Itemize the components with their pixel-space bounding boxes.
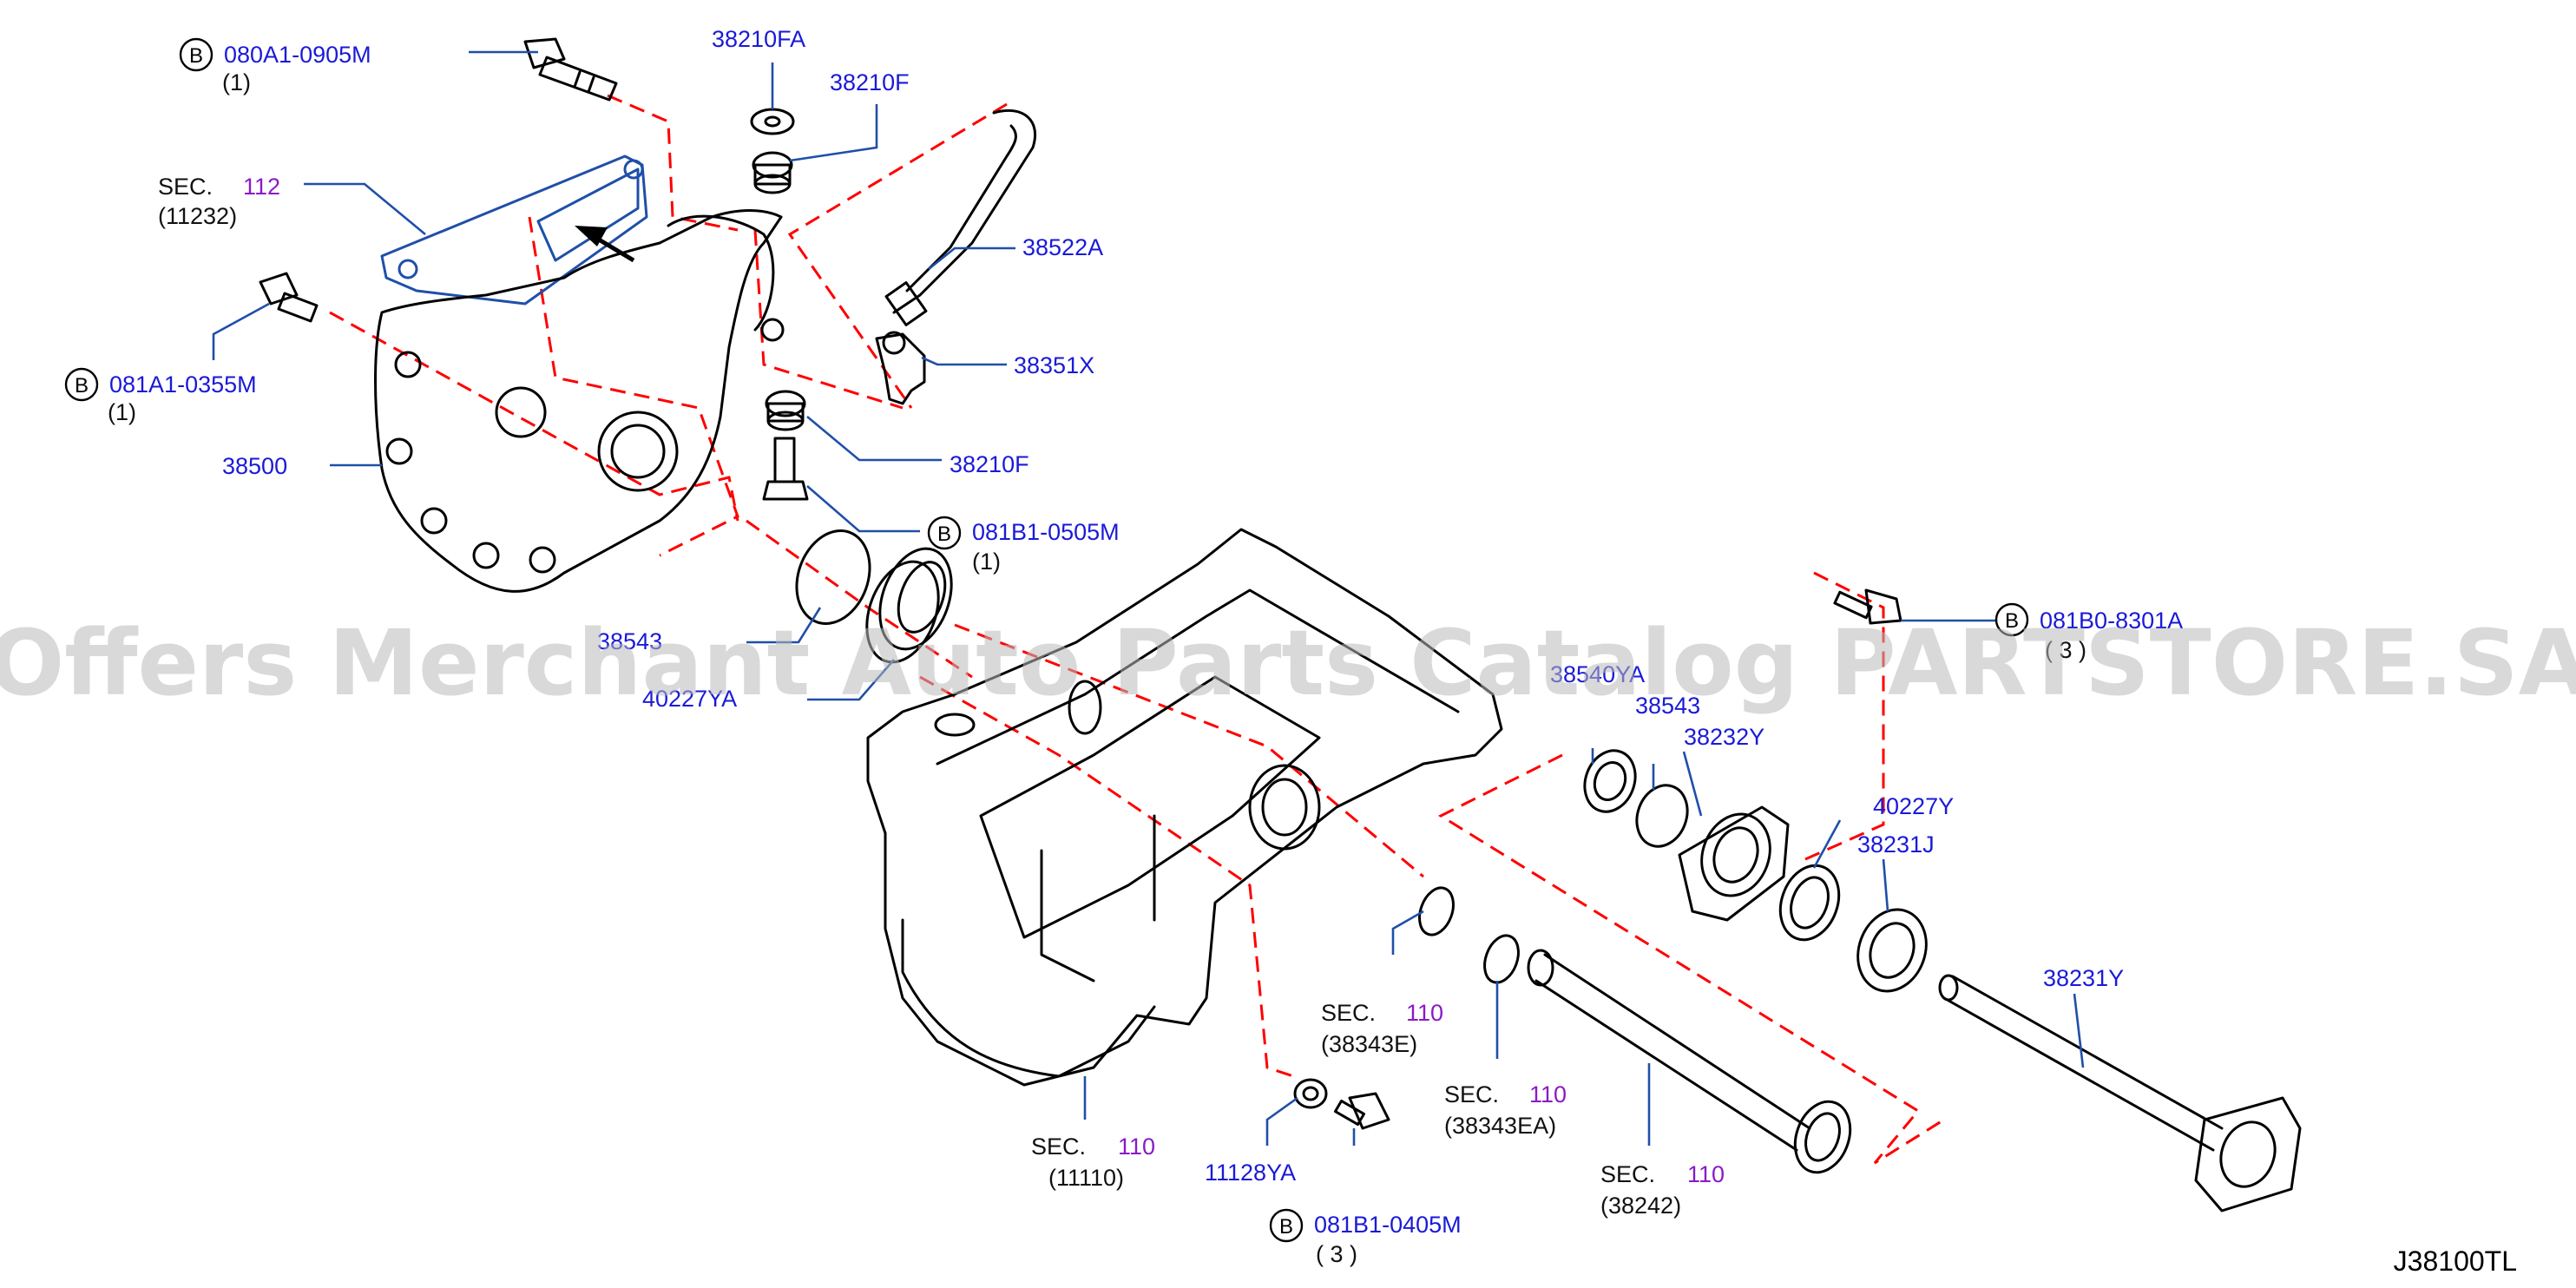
sec110-38343EA-ref: (38343EA): [1444, 1113, 1556, 1139]
label-38522A[interactable]: 38522A: [1022, 234, 1103, 260]
washer-38210FA-icon: [750, 108, 795, 135]
label-38210F-top[interactable]: 38210F: [830, 69, 910, 95]
sec110-38343EA-link[interactable]: 110: [1529, 1081, 1567, 1107]
leader-lines: [212, 50, 2085, 1146]
svg-text:B: B: [75, 374, 89, 398]
label-080A1-0905M[interactable]: 080A1-0905M: [224, 42, 371, 68]
bolt-081B1-0405-icon: [1334, 1092, 1390, 1130]
watermark-text: Offers Merchant Auto Parts Catalog PARTS…: [0, 610, 2576, 716]
sec110-38343E-link[interactable]: 110: [1406, 1000, 1443, 1026]
transmission-case-11110-icon: [866, 528, 1503, 1087]
o-ring-38343EA-icon: [1483, 934, 1520, 984]
sec110-11110-link[interactable]: 110: [1118, 1134, 1155, 1160]
bracket-sec112-icon: [380, 154, 648, 306]
label-38231Y[interactable]: 38231Y: [2043, 965, 2124, 991]
qty-080A1-0905M: (1): [222, 69, 251, 95]
breather-38351X-icon: [875, 331, 926, 405]
badge-b-081B0: B: [1994, 602, 2029, 637]
label-081A1-0355M[interactable]: 081A1-0355M: [109, 371, 257, 398]
badge-b-081B1-0505: B: [927, 516, 962, 550]
sec110-38343E-ref: (38343E): [1321, 1031, 1417, 1057]
bolt-081A1-icon: [259, 272, 319, 323]
qty-081B1-0405M: ( 3 ): [1316, 1241, 1357, 1267]
label-38500[interactable]: 38500: [222, 453, 287, 479]
shaft-38231Y-icon: [1938, 974, 2302, 1212]
label-38232Y[interactable]: 38232Y: [1684, 724, 1764, 750]
label-38231J[interactable]: 38231J: [1857, 831, 1935, 858]
assembly-dashed-lines: [329, 94, 1945, 1165]
direction-arrow-icon: [575, 226, 635, 263]
label-38210F-lower[interactable]: 38210F: [950, 451, 1029, 477]
diagram-code: J38100TL: [2394, 1245, 2517, 1277]
sec110-11110-prefix: SEC.: [1031, 1134, 1086, 1160]
qty-081B1-0505M: (1): [972, 549, 1001, 575]
tube-38242-icon: [1527, 949, 1852, 1174]
badge-b-080A1: B: [179, 37, 214, 72]
label-38540YA[interactable]: 38540YA: [1550, 661, 1645, 687]
label-38543-right[interactable]: 38543: [1635, 693, 1700, 719]
sec110-38242-ref: (38242): [1600, 1193, 1681, 1219]
bolt-080A1-icon: [523, 37, 618, 102]
badge-b-081B1-0405: B: [1269, 1208, 1304, 1243]
washer-11128YA-icon: [1293, 1078, 1328, 1109]
label-081B0-8301A[interactable]: 081B0-8301A: [2040, 608, 2183, 634]
label-38543[interactable]: 38543: [597, 628, 662, 654]
sec110-38343E-prefix: SEC.: [1321, 1000, 1376, 1026]
svg-text:B: B: [189, 44, 203, 68]
qty-081B0-8301A: ( 3 ): [2045, 637, 2086, 663]
retainer-38232Y-icon: [1678, 805, 1790, 922]
seal-38540YA-icon: [1583, 749, 1637, 813]
label-38210FA[interactable]: 38210FA: [712, 26, 805, 52]
sec110-38242-link[interactable]: 110: [1687, 1161, 1725, 1187]
qty-081A1-0355M: (1): [108, 399, 136, 425]
sec112-link[interactable]: 112: [243, 174, 280, 200]
breather-hose-38522A-icon: [884, 108, 1037, 326]
transfer-case-38500-icon: [374, 209, 785, 593]
label-081B1-0505M[interactable]: 081B1-0505M: [972, 519, 1120, 545]
plug-38210F-top-icon: [752, 151, 793, 194]
sec110-38343EA-prefix: SEC.: [1444, 1081, 1499, 1107]
o-ring-38543-icon: [795, 529, 871, 625]
sec112-prefix: SEC.: [158, 174, 213, 200]
sec110-11110-ref: (11110): [1048, 1165, 1124, 1191]
label-38351X[interactable]: 38351X: [1014, 352, 1094, 378]
o-ring-38543-right-icon: [1635, 784, 1689, 848]
svg-text:B: B: [1279, 1215, 1293, 1239]
label-11128YA[interactable]: 11128YA: [1205, 1160, 1296, 1186]
bearing-38231J-icon: [1856, 908, 1928, 993]
seal-40227Y-icon: [1778, 864, 1841, 942]
plug-38210F-lower-icon: [765, 390, 806, 431]
label-40227Y[interactable]: 40227Y: [1873, 793, 1954, 819]
bolt-081B1-0505-icon: [762, 437, 809, 501]
sec110-38242-prefix: SEC.: [1600, 1161, 1655, 1187]
label-40227YA[interactable]: 40227YA: [642, 686, 737, 712]
badge-b-081A1: B: [64, 367, 99, 402]
svg-text:B: B: [937, 522, 951, 546]
sec112-ref: (11232): [158, 203, 237, 229]
svg-text:B: B: [2005, 609, 2019, 633]
seal-40227YA-icon: [865, 547, 953, 664]
label-081B1-0405M[interactable]: 081B1-0405M: [1314, 1212, 1462, 1238]
o-ring-38343E-icon: [1418, 886, 1455, 936]
